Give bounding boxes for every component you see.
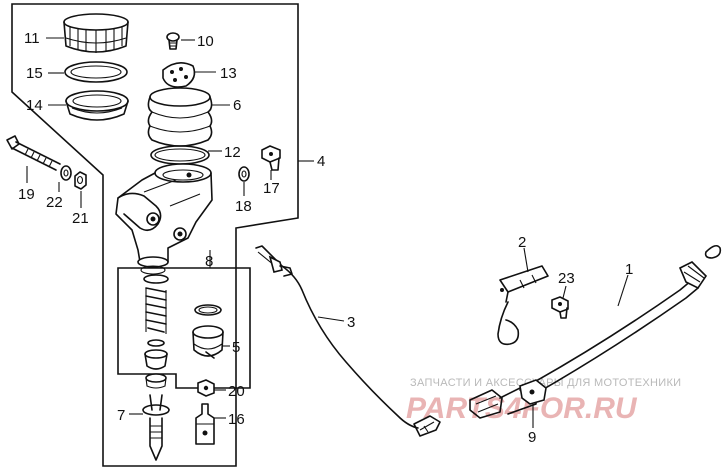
- callout-12: 12: [224, 144, 241, 161]
- callout-13: 13: [220, 65, 237, 82]
- reservoir-boot: [147, 87, 213, 147]
- callout-14: 14: [26, 97, 43, 114]
- plate-13: [162, 62, 196, 88]
- master-cylinder-body: [115, 163, 213, 275]
- boot-5: [192, 304, 224, 359]
- bolt-19: [6, 135, 61, 171]
- washer-18: [238, 166, 250, 182]
- brake-hose-1: [469, 244, 722, 419]
- callout-6: 6: [233, 97, 241, 114]
- callout-15: 15: [26, 65, 43, 82]
- callout-4: 4: [317, 153, 325, 170]
- pushrod-7: [142, 394, 170, 461]
- kit-box-8: [117, 267, 251, 389]
- plate-ring: [64, 61, 128, 83]
- callout-16: 16: [228, 411, 245, 428]
- nut-20: [197, 379, 215, 397]
- callout-1: 1: [625, 261, 633, 278]
- bolt-17: [261, 145, 281, 171]
- callout-10: 10: [197, 33, 214, 50]
- callout-7: 7: [117, 407, 125, 424]
- clevis-16: [195, 403, 215, 445]
- screw-10: [166, 32, 180, 50]
- washer-22: [60, 165, 72, 181]
- callout-22: 22: [46, 194, 63, 211]
- callout-5: 5: [232, 339, 240, 356]
- bolt-23: [551, 296, 569, 319]
- callout-18: 18: [235, 198, 252, 215]
- watermark: ЗАПЧАСТИ И АКСЕССУАРЫ ДЛЯ МОТОТЕХНИКИ PA…: [406, 377, 681, 425]
- callout-8: 8: [205, 253, 213, 270]
- callout-9: 9: [528, 429, 536, 446]
- diaphragm: [65, 90, 129, 121]
- callout-21: 21: [72, 210, 89, 227]
- callout-17: 17: [263, 180, 280, 197]
- watermark-text: ЗАПЧАСТИ И АКСЕССУАРЫ ДЛЯ МОТОТЕХНИКИ: [410, 377, 681, 389]
- brake-pipe-3: [255, 245, 441, 437]
- callout-11: 11: [24, 30, 40, 47]
- bracket-2: [497, 265, 549, 346]
- callout-23: 23: [558, 270, 575, 287]
- callouts: 11 15 14 10 13 6 12 4 19 22 21 18 17 8 5…: [18, 30, 633, 446]
- assembly-outline-4: [11, 3, 299, 467]
- o-ring-12: [150, 145, 210, 165]
- callout-2: 2: [518, 234, 526, 251]
- callout-20: 20: [228, 383, 245, 400]
- piston-spring-stack: [143, 274, 169, 389]
- reservoir-cap: [63, 13, 129, 53]
- nut-21: [74, 171, 87, 190]
- leader-lines: [26, 37, 629, 428]
- callout-3: 3: [347, 314, 355, 331]
- callout-19: 19: [18, 186, 35, 203]
